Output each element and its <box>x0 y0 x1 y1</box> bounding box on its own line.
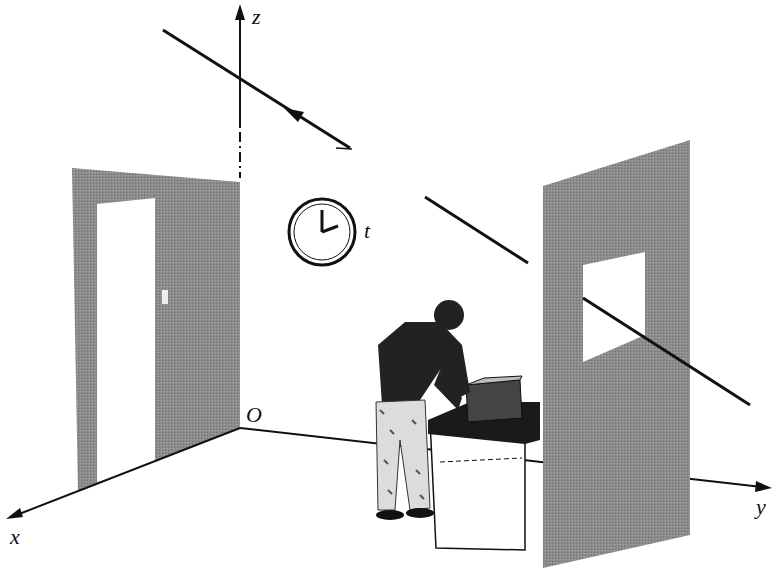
arm <box>434 370 462 410</box>
clock-hand <box>322 226 338 232</box>
window <box>583 252 645 362</box>
clock-hand <box>321 210 324 232</box>
axis-label: O <box>246 404 262 426</box>
cabinet-edge <box>440 458 522 462</box>
clock-rim <box>294 204 350 260</box>
axis-label: x <box>10 526 20 548</box>
shoe <box>406 508 434 518</box>
z-axis-hidden <box>239 132 241 178</box>
instrument-lid <box>466 376 522 385</box>
ray-arrowhead <box>284 108 304 122</box>
legs <box>376 400 430 510</box>
ray-segment <box>583 298 750 405</box>
shoe <box>376 510 404 520</box>
ray-tick <box>336 148 352 149</box>
left-wall <box>72 168 240 492</box>
x-axis <box>14 428 240 516</box>
door-handle <box>162 290 168 304</box>
z-axis <box>239 12 241 128</box>
axis-label: z <box>252 6 261 28</box>
door <box>97 198 155 482</box>
clock-face <box>289 199 355 265</box>
axis-label: y <box>756 496 766 518</box>
z-arrowhead <box>235 4 245 20</box>
trouser-pattern <box>380 410 424 499</box>
axis-label: t <box>364 220 370 242</box>
x-arrowhead <box>6 508 23 519</box>
ray-segment <box>163 30 350 148</box>
ray-segment <box>425 197 528 263</box>
instrument-box <box>466 380 522 422</box>
y-arrowhead <box>755 481 772 492</box>
